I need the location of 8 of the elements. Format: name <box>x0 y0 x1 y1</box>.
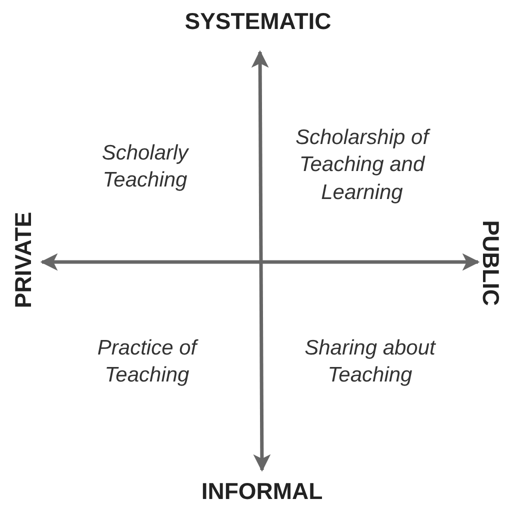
axis-label: PRIVATE <box>9 212 38 308</box>
quadrant-label: Sharing about Teaching <box>304 336 437 389</box>
quadrant-label: Scholarly Teaching <box>100 140 190 194</box>
quadrant-label: Scholarship of Teaching and Learning <box>294 125 432 206</box>
quadrant-label: Practice of Teaching <box>96 336 200 389</box>
axis-label: INFORMAL <box>201 477 323 506</box>
axis-label: SYSTEMATIC <box>184 7 332 36</box>
axis-label: PUBLIC <box>476 220 505 306</box>
